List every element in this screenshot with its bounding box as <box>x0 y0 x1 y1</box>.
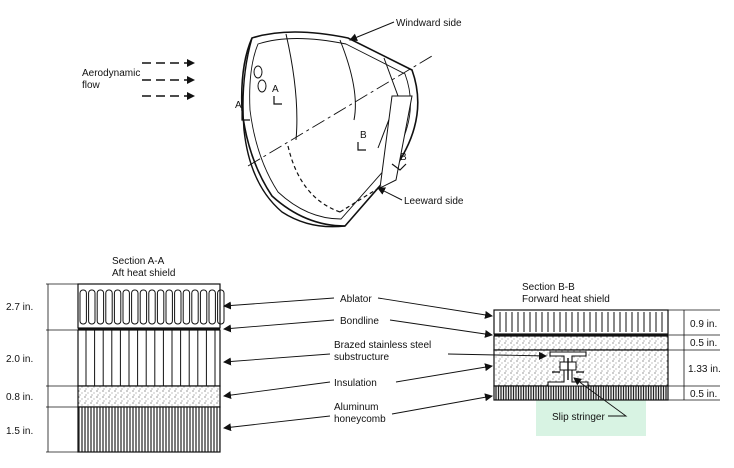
aa-dim-substructure: 2.0 in. <box>6 354 33 365</box>
section-aa-title: Section A-A <box>112 256 165 267</box>
section-b-right-label: B <box>400 152 407 163</box>
section-marker-b-left: B <box>357 130 367 151</box>
aa-substructure-ribs <box>85 330 216 386</box>
label-honeycomb: Aluminum <box>334 402 378 413</box>
label-substructure: Brazed stainless steel <box>334 340 431 351</box>
section-a-left-label: A <box>235 100 242 111</box>
label-honeycomb-2: honeycomb <box>334 414 386 425</box>
bb-dim-honeycomb: 0.5 in. <box>690 389 717 400</box>
label-insulation: Insulation <box>334 378 377 389</box>
label-bondline: Bondline <box>340 316 379 327</box>
bb-dimensions: 0.9 in. 0.5 in. 1.33 in. 0.5 in. <box>668 309 721 401</box>
flow-arrows <box>142 59 195 100</box>
aa-dim-insulation: 0.8 in. <box>6 392 33 403</box>
section-marker-a-right: A <box>272 84 282 105</box>
flow-label-2: flow <box>82 80 101 91</box>
aa-substructure-layer <box>77 329 221 387</box>
bb-ablator-cells <box>499 312 663 332</box>
layer-labels: Ablator Bondline Brazed stainless steel … <box>223 294 628 432</box>
aa-dim-ablator: 2.7 in. <box>6 302 33 313</box>
windward-label: Windward side <box>396 18 462 29</box>
section-bb-stack <box>493 309 669 401</box>
leeward-label: Leeward side <box>404 196 464 207</box>
bb-upper-insulation <box>493 335 669 351</box>
section-b-left-label: B <box>360 130 367 141</box>
section-aa-subtitle: Aft heat shield <box>112 268 175 279</box>
capsule <box>240 31 433 228</box>
label-ablator: Ablator <box>340 294 372 305</box>
section-bb-subtitle: Forward heat shield <box>522 294 610 305</box>
bb-dim-insulation: 1.33 in. <box>688 364 721 375</box>
bb-ablator-layer <box>493 309 669 335</box>
section-a-right-label: A <box>272 84 279 95</box>
label-substructure-2: substructure <box>334 352 389 363</box>
slip-stringer-part <box>547 351 589 387</box>
aa-dim-honeycomb: 1.5 in. <box>6 426 33 437</box>
section-marker-b-right: B <box>391 152 407 171</box>
section-marker-a-left: A <box>235 100 250 121</box>
bb-dim-bondline: 0.5 in. <box>690 338 717 349</box>
aa-dimensions: 2.7 in. 2.0 in. 0.8 in. 1.5 in. <box>6 283 78 453</box>
section-aa-stack <box>77 283 225 453</box>
aa-insulation-layer <box>77 385 221 408</box>
bb-honeycomb-layer <box>493 385 669 401</box>
aa-honeycomb-layer <box>77 406 221 453</box>
bb-dim-ablator: 0.9 in. <box>690 319 717 330</box>
label-slip-stringer: Slip stringer <box>552 412 605 423</box>
flow-label: Aerodynamic <box>82 68 140 79</box>
slip-stringer-highlight <box>536 398 646 436</box>
aa-ablator-cells <box>79 289 225 325</box>
section-bb-title: Section B-B <box>522 282 575 293</box>
